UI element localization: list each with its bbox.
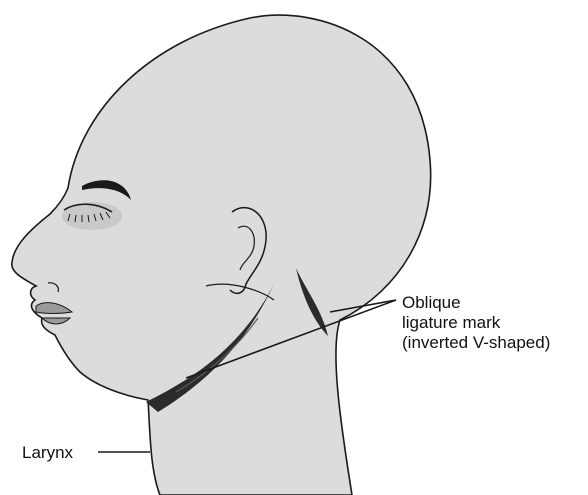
ligature-label-line-1: Oblique xyxy=(402,293,461,312)
head-silhouette xyxy=(12,15,431,495)
larynx-label: Larynx xyxy=(22,443,74,462)
ligature-label-line-3: (inverted V-shaped) xyxy=(402,333,550,352)
ligature-label-line-2: ligature mark xyxy=(402,313,501,332)
